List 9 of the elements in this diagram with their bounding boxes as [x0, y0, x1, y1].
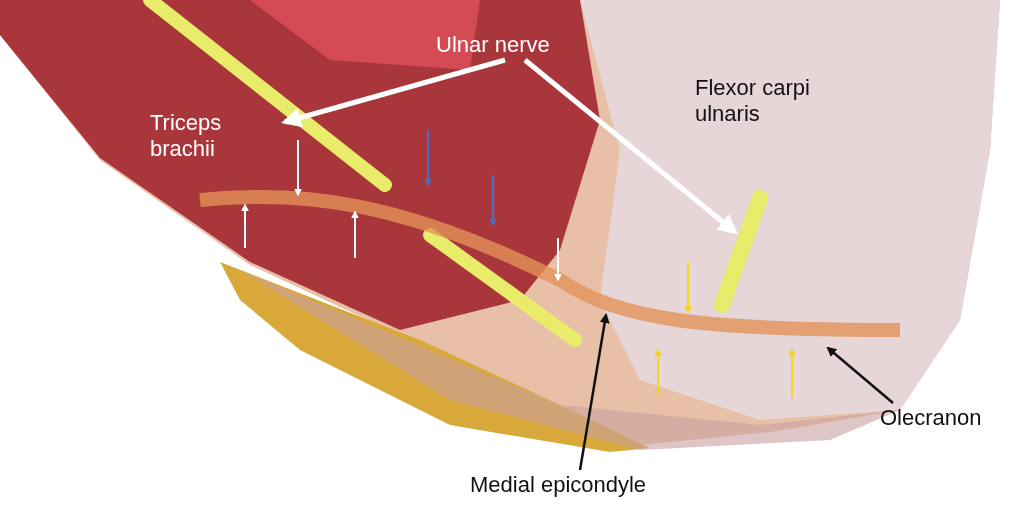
structure-label: Flexor carpi ulnaris: [695, 75, 865, 127]
leader-line: [826, 346, 894, 404]
leader-line: [578, 313, 610, 471]
structure-label: Ulnar nerve: [436, 32, 606, 58]
leader-line: [523, 58, 739, 235]
structure-label: Olecranon: [880, 405, 1020, 431]
structure-label: Medial epicondyle: [470, 472, 710, 498]
leader-line: [281, 57, 506, 128]
structure-label: Triceps brachii: [150, 110, 260, 162]
